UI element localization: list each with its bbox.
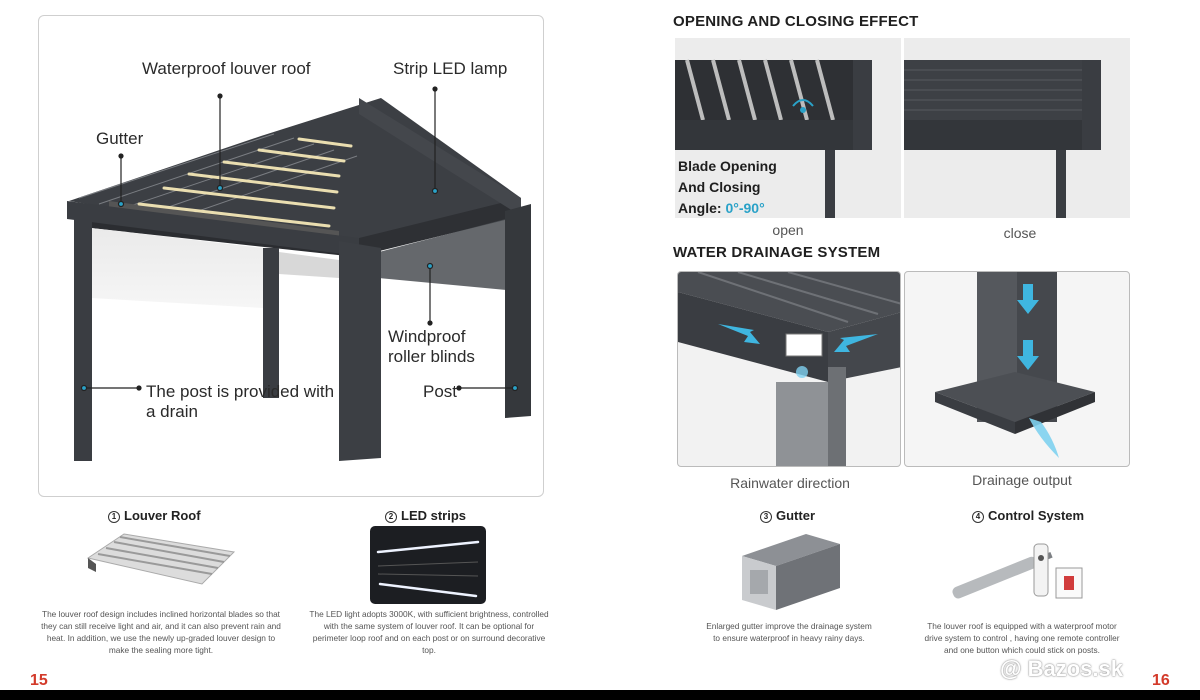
feature-louver-roof-text: The louver roof design includes inclined… (41, 609, 281, 655)
caption-close: close (1003, 225, 1037, 241)
caption-rainwater: Rainwater direction (730, 475, 850, 491)
watermark: @ Bazos.sk (1000, 656, 1123, 681)
callout-gutter: Gutter (96, 129, 144, 148)
callout-post: Post (423, 382, 458, 401)
page-number-right: 16 (1152, 672, 1170, 689)
caption-open: open (772, 222, 804, 238)
open-state-panel (675, 38, 901, 218)
feature-number-badge: 4 (972, 511, 984, 523)
drainage-section-title: WATER DRAINAGE SYSTEM (673, 244, 881, 261)
feature-control-system-text: The louver roof is equipped with a water… (924, 621, 1120, 655)
callout-post-drain: The post is provided with a drain (146, 382, 335, 421)
pergola-diagram-frame: Waterproof louver roof Strip LED lamp Gu… (38, 15, 544, 497)
callout-waterproof-roof: Waterproof louver roof (142, 59, 311, 78)
callout-windproof-blinds: Windproof roller blinds (388, 327, 475, 366)
gutter-image (742, 534, 840, 610)
feature-number-badge: 3 (760, 511, 772, 523)
led-strips-image (370, 526, 486, 604)
rainwater-illustration (678, 272, 900, 466)
feature-number-badge: 1 (108, 511, 120, 523)
closed-louver-illustration (904, 38, 1130, 218)
close-state-panel (904, 38, 1130, 218)
opening-section-title: OPENING AND CLOSING EFFECT (673, 13, 919, 30)
page-number-left: 15 (30, 672, 48, 689)
feature-led-strips-text: The LED light adopts 3000K, with suffici… (309, 609, 549, 655)
feature-number-badge: 2 (385, 511, 397, 523)
open-louver-illustration (675, 38, 901, 218)
caption-drainage-output: Drainage output (972, 472, 1072, 488)
drainage-output-illustration (935, 272, 1095, 458)
pergola-illustration (67, 86, 531, 461)
control-system-image (952, 543, 1083, 599)
feature-gutter-text: Enlarged gutter improve the drainage sys… (706, 621, 872, 643)
louver-roof-image (86, 533, 236, 585)
blade-angle-label: Blade Opening And Closing Angle: 0°-90° (678, 158, 777, 216)
bottom-bar (0, 690, 1200, 700)
drainage-output-panel (904, 271, 1130, 467)
rainwater-panel (677, 271, 901, 467)
callout-strip-led: Strip LED lamp (393, 59, 508, 78)
